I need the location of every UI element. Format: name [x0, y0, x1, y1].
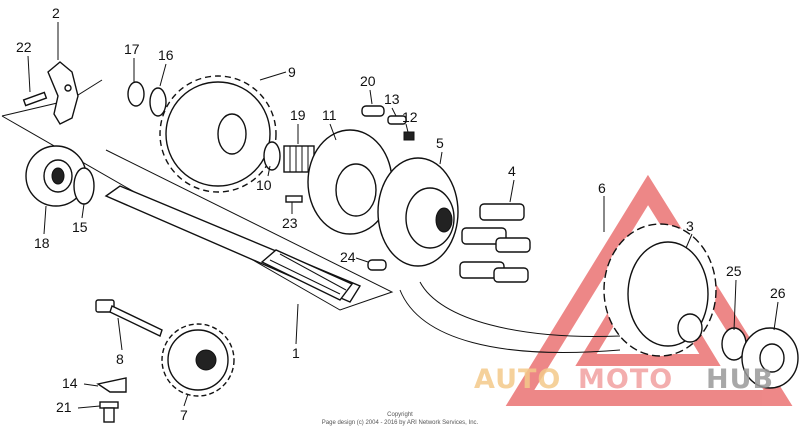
ring-part-15	[73, 167, 95, 205]
callout-10: 10	[256, 177, 272, 193]
watermark-hub: HUB	[706, 364, 774, 395]
pin-part-20	[361, 105, 385, 117]
bolt-part-22	[22, 91, 48, 107]
callout-18: 18	[34, 235, 50, 251]
callout-13: 13	[384, 91, 400, 107]
rollers-part-4	[459, 203, 531, 283]
callout-1: 1	[292, 345, 300, 361]
ring-part-16	[149, 87, 167, 117]
shaft-part-1	[104, 185, 362, 303]
callout-2: 2	[52, 5, 60, 21]
callout-6: 6	[598, 180, 606, 196]
bearing-part-26	[741, 327, 799, 389]
callout-17: 17	[124, 41, 140, 57]
leader-lines	[27, 22, 779, 409]
copyright-line-2: Page design (c) 2004 - 2016 by ARI Netwo…	[322, 420, 479, 426]
pin-part-12	[403, 131, 415, 141]
hub-part-5	[377, 157, 459, 267]
ring-part-10	[263, 141, 281, 171]
bolt-part-8	[95, 299, 163, 337]
watermark-text: AUTO MOTO HUB	[474, 364, 774, 395]
plate-part-11	[307, 129, 393, 235]
callout-5: 5	[436, 135, 444, 151]
copyright-line-1: Copyright	[387, 412, 413, 418]
outer-race-part-3	[399, 223, 717, 357]
callout-11: 11	[322, 107, 337, 123]
callout-19: 19	[290, 107, 306, 123]
bearing-part-18	[25, 145, 87, 207]
pin-part-23	[285, 195, 303, 203]
callout-26: 26	[770, 285, 786, 301]
callout-25: 25	[726, 263, 742, 279]
callout-7: 7	[180, 407, 188, 423]
pin-part-24	[367, 259, 387, 271]
callout-16: 16	[158, 47, 174, 63]
callout-14: 14	[62, 375, 78, 391]
callout-8: 8	[116, 351, 124, 367]
callout-9: 9	[288, 64, 296, 80]
sprocket-part-7	[161, 323, 235, 397]
sprocket-part-9	[159, 75, 277, 193]
needle-bearing-part-19	[283, 145, 315, 173]
callout-4: 4	[508, 163, 516, 179]
callout-21: 21	[56, 399, 72, 415]
bolt-part-21	[99, 401, 119, 423]
watermark-moto: MOTO	[578, 364, 673, 395]
callout-15: 15	[72, 219, 88, 235]
watermark-auto: AUTO	[474, 364, 561, 395]
callout-20: 20	[360, 73, 376, 89]
spring-part-13	[387, 115, 407, 125]
washer-part-14	[96, 377, 127, 393]
callout-12: 12	[402, 109, 418, 125]
callout-22: 22	[16, 39, 32, 55]
bracket-part-2	[47, 61, 79, 125]
callout-3: 3	[686, 218, 694, 234]
callout-23: 23	[282, 215, 298, 231]
callout-24: 24	[340, 249, 356, 265]
ring-part-17	[127, 81, 145, 107]
